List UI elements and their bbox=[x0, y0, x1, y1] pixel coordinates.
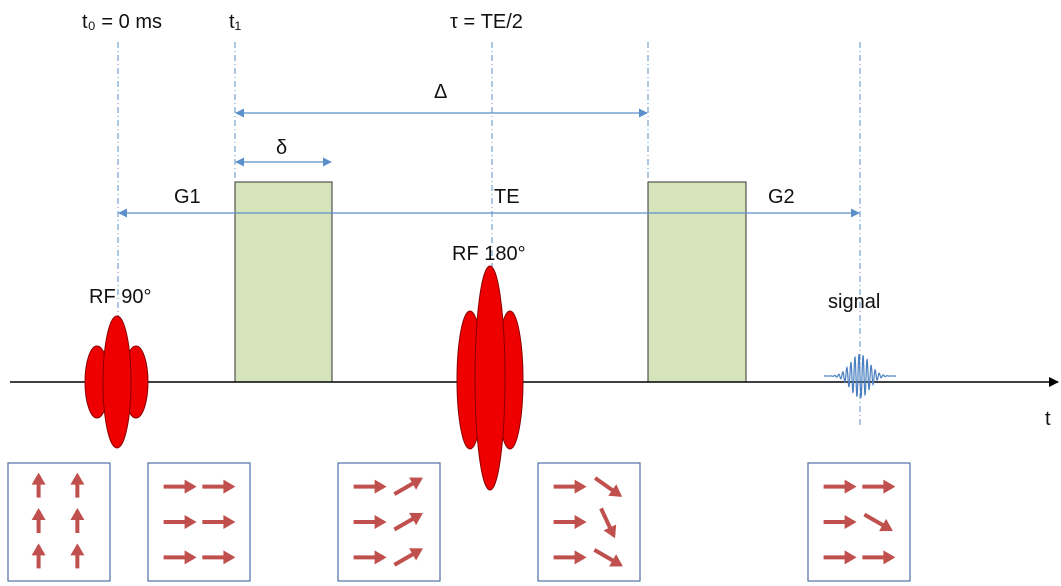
spin-arrow bbox=[599, 507, 617, 539]
spin-arrow bbox=[862, 550, 896, 565]
rf90-pulse bbox=[84, 315, 149, 449]
spin-arrow bbox=[823, 550, 857, 565]
spin-arrow bbox=[353, 479, 387, 494]
spin-arrow bbox=[553, 515, 587, 529]
echo-signal-wave bbox=[823, 354, 897, 398]
t0-label: t₀ = 0 ms bbox=[82, 11, 162, 33]
g2-label: G2 bbox=[768, 186, 795, 208]
spin-arrow bbox=[393, 477, 423, 496]
spin-arrow bbox=[553, 479, 587, 494]
spin-arrow bbox=[393, 512, 423, 532]
rf180-pulse bbox=[456, 265, 524, 491]
spin-arrow bbox=[202, 515, 236, 529]
spin-arrow bbox=[31, 543, 46, 569]
spin-arrow bbox=[593, 476, 623, 497]
spin-arrow bbox=[163, 550, 197, 565]
spin-arrow bbox=[70, 508, 85, 533]
spin-arrow bbox=[393, 548, 423, 567]
spin-box-2 bbox=[147, 462, 251, 582]
t1-label: t₁ bbox=[229, 11, 242, 33]
spin-box-5 bbox=[807, 462, 911, 582]
time-axis-label: t bbox=[1045, 408, 1051, 430]
spin-arrow bbox=[862, 479, 896, 494]
spin-arrow bbox=[163, 479, 197, 494]
spin-arrow bbox=[70, 543, 85, 569]
te-label: TE bbox=[494, 186, 520, 208]
rf180-label: RF 180° bbox=[452, 243, 526, 265]
signal-label: signal bbox=[828, 291, 880, 313]
spin-arrow bbox=[202, 550, 236, 565]
spin-arrow bbox=[823, 515, 857, 529]
spin-arrow bbox=[353, 515, 387, 529]
spin-arrow bbox=[353, 550, 387, 565]
gradient-g2 bbox=[647, 181, 747, 383]
rf90-label: RF 90° bbox=[89, 286, 151, 308]
spin-box-1 bbox=[7, 462, 111, 582]
spin-arrow bbox=[70, 472, 85, 498]
spin-box-3 bbox=[337, 462, 441, 582]
spin-arrow bbox=[863, 512, 893, 532]
spin-arrow bbox=[202, 479, 236, 494]
spin-box-4 bbox=[537, 462, 641, 582]
spin-arrow bbox=[31, 472, 46, 498]
spin-arrow bbox=[593, 548, 623, 567]
spin-arrow bbox=[553, 550, 587, 565]
tau-label: τ = TE/2 bbox=[450, 11, 523, 33]
spin-arrow bbox=[31, 508, 46, 533]
big-delta-label: Δ bbox=[434, 81, 447, 103]
spin-arrow bbox=[823, 479, 857, 494]
spin-arrow bbox=[163, 515, 197, 529]
g1-label: G1 bbox=[174, 186, 201, 208]
small-delta-label: δ bbox=[276, 137, 287, 159]
gradient-g1 bbox=[234, 181, 333, 383]
